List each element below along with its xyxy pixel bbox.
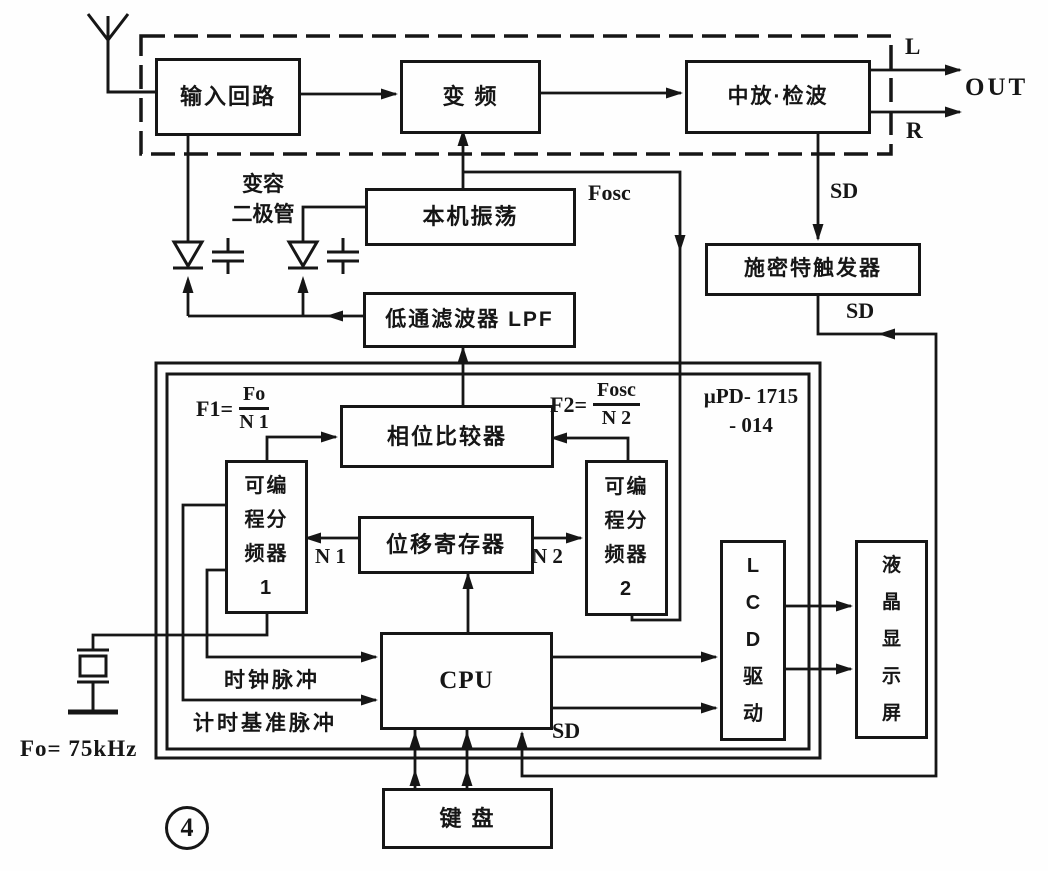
block-local-oscillator: 本机振荡 [365, 188, 576, 246]
arrowhead-icon [321, 431, 338, 443]
block-input-circuit: 输入回路 [155, 58, 301, 136]
wire [463, 170, 682, 622]
f1-denominator: N 1 [239, 411, 269, 433]
block-if-detector: 中放·检波 [685, 60, 871, 134]
arrowhead-icon [550, 432, 567, 444]
arrowhead-icon [516, 731, 528, 748]
arrowhead-icon [701, 651, 718, 663]
label-varactor-diode: 变容 二极管 [231, 173, 295, 226]
arrowhead-icon [457, 129, 469, 146]
label-chip-name: μPD- 1715 - 014 [703, 384, 799, 438]
crystal-icon [77, 648, 109, 710]
chip-outline [154, 361, 822, 760]
wire [552, 436, 630, 460]
label-out: OUT [965, 74, 1029, 101]
figure-number: 4 [165, 806, 209, 850]
arrowhead-icon [182, 276, 194, 293]
wire [301, 205, 365, 242]
label-sd-low: SD [552, 718, 581, 743]
arrowhead-icon [674, 235, 686, 252]
label-fosc: Fosc [588, 180, 631, 205]
label-clock-pulse: 时钟脉冲 [224, 669, 320, 692]
block-cpu: CPU [380, 632, 553, 730]
f1-lhs: F1= [196, 395, 233, 421]
arrowhead-icon [361, 694, 378, 706]
arrowhead-icon [701, 702, 718, 714]
arrowhead-icon [462, 572, 474, 589]
arrowhead-icon [297, 276, 309, 293]
antenna-icon [86, 13, 155, 94]
arrowhead-icon [461, 769, 473, 786]
arrowhead-icon [566, 532, 583, 544]
block-schmitt-trigger: 施密特触发器 [705, 243, 921, 296]
block-lcd-driver: L C D 驱 动 [720, 540, 786, 741]
arrowhead-icon [304, 532, 321, 544]
block-programmable-divider-2: 可编 程分 频器 2 [585, 460, 668, 616]
arrowhead-icon [878, 328, 895, 340]
block-lcd-display: 液 晶 显 示 屏 [855, 540, 928, 739]
block-keyboard: 键 盘 [382, 788, 553, 849]
wire [181, 503, 376, 702]
wire [91, 610, 269, 650]
block-mixer: 变 频 [400, 60, 541, 134]
arrowhead-icon [361, 651, 378, 663]
arrowhead-icon [409, 731, 421, 748]
formula-f1: F1= Fo N 1 [196, 383, 270, 434]
f2-lhs: F2= [550, 391, 587, 417]
arrowhead-icon [812, 224, 824, 241]
label-sd-top: SD [830, 178, 859, 203]
tuner-dashed-box [139, 34, 893, 156]
wire [265, 435, 336, 460]
wire [205, 568, 376, 659]
label-timing-reference-pulse: 计时基准脉冲 [193, 712, 337, 735]
block-programmable-divider-1: 可编 程分 频器 1 [225, 460, 308, 614]
label-fo-75khz: Fo= 75kHz [20, 736, 138, 761]
arrowhead-icon [326, 310, 343, 322]
arrowhead-icon [945, 64, 962, 76]
arrowhead-icon [666, 87, 683, 99]
label-r-out: R [906, 118, 923, 143]
block-phase-comparator: 相位比较器 [340, 405, 554, 468]
arrowhead-icon [836, 663, 853, 675]
f2-numerator: Fosc [592, 379, 640, 406]
block-low-pass-filter: 低通滤波器 LPF [363, 292, 576, 348]
arrowhead-icon [836, 600, 853, 612]
arrowhead-icon [381, 88, 398, 100]
varactor-diode-icon [286, 238, 359, 274]
label-l-out: L [905, 34, 921, 59]
arrowhead-icon [457, 346, 469, 363]
label-n1: N 1 [315, 544, 346, 568]
block-shift-register: 位移寄存器 [358, 516, 534, 574]
arrowhead-icon [945, 106, 962, 118]
label-n2: N 2 [532, 544, 563, 568]
f2-denominator: N 2 [601, 407, 632, 429]
arrowhead-icon [409, 769, 421, 786]
arrowhead-icon [461, 731, 473, 748]
wire [520, 290, 938, 778]
formula-f2: F2= Fosc N 2 [550, 379, 640, 430]
varactor-diode-icon [171, 238, 244, 274]
label-sd-mid: SD [846, 298, 875, 323]
f1-numerator: Fo [238, 383, 270, 410]
